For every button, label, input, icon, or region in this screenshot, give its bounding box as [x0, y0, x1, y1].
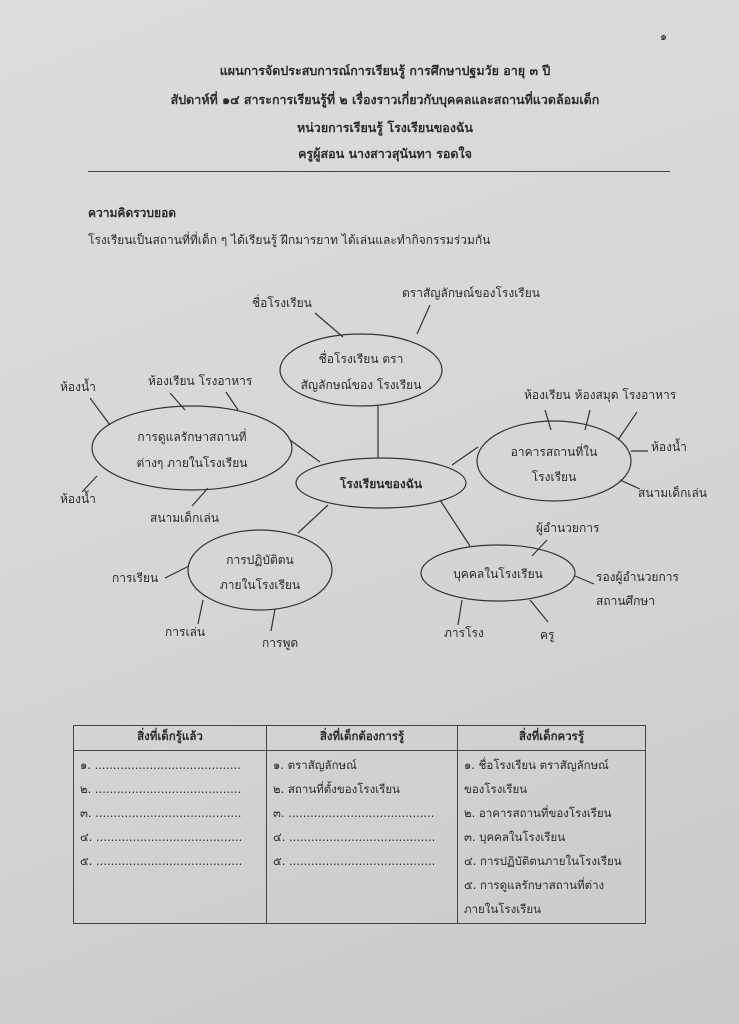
list-item: ๒. อาคารสถานที่ของโรงเรียน [464, 806, 612, 820]
concept-text: โรงเรียนเป็นสถานที่ที่เด็ก ๆ ได้เรียนรู้… [88, 233, 491, 247]
center-node-label: โรงเรียนของฉัน [339, 477, 423, 491]
right-node-label-1: อาคารสถานที่ใน [510, 445, 598, 459]
list-item: ๔. .....................................… [80, 830, 243, 844]
table-header: สิ่งที่เด็กรู้แล้ว [73, 725, 267, 751]
list-item: ๑. ชื่อโรงเรียน ตราสัญลักษณ์ [464, 758, 609, 772]
connector-lines [81, 304, 648, 632]
leaf-label: ห้องน้ำ [60, 380, 96, 394]
right-node [476, 420, 632, 502]
title-line-3: หน่วยการเรียนรู้ โรงเรียนของฉัน [297, 120, 473, 135]
leaf-label: สนามเด็กเล่น [150, 511, 219, 525]
top-node [279, 333, 443, 407]
leaf-label: ห้องน้ำ [651, 440, 687, 454]
leaf-label: ชื่อโรงเรียน [252, 296, 312, 310]
leaf-label: สนามเด็กเล่น [638, 486, 707, 500]
bottom-left-node [187, 529, 333, 611]
knowledge-table: สิ่งที่เด็กรู้แล้ว สิ่งที่เด็กต้องการรู้… [73, 725, 646, 924]
top-node-label-2: สัญลักษณ์ของ โรงเรียน [300, 378, 422, 392]
list-item: ๔. การปฏิบัติตนภายในโรงเรียน [464, 854, 622, 868]
bottom-left-node-label-2: ภายในโรงเรียน [219, 578, 301, 592]
title-line-2: สัปดาห์ที่ ๑๔ สาระการเรียนรู้ที่ ๒ เรื่อ… [170, 92, 600, 107]
bottom-left-node-label-1: การปฏิบัติตน [226, 553, 294, 567]
list-item: ๕. การดูแลรักษาสถานที่ต่าง [464, 878, 605, 892]
list-item: ๒. สถานที่ตั้งของโรงเรียน [273, 782, 400, 796]
known-column: ๑. .....................................… [73, 750, 267, 924]
right-node-label-2: โรงเรียน [531, 470, 577, 484]
leaf-label: การพูด [262, 636, 299, 650]
concept-heading: ความคิดรวบยอด [88, 206, 177, 220]
table-header: สิ่งที่เด็กควรรู้ [457, 725, 646, 751]
leaf-label: การเรียน [112, 571, 159, 585]
bottom-right-node-label: บุคคลในโรงเรียน [453, 567, 543, 581]
title-line-1: แผนการจัดประสบการณ์การเรียนรู้ การศึกษาป… [219, 63, 551, 78]
left-node [91, 405, 293, 491]
list-item: ๓. .....................................… [80, 806, 242, 820]
left-node-label-2: ต่างๆ ภายในโรงเรียน [136, 456, 248, 470]
list-item: ๔. .....................................… [273, 830, 436, 844]
list-item: ๕. .....................................… [80, 854, 243, 868]
list-item: ๒. .....................................… [80, 782, 242, 796]
leaf-label: ห้องเรียน ห้องสมุด โรงอาหาร [524, 388, 677, 402]
list-item: ๑. ตราสัญลักษณ์ [273, 758, 357, 772]
leaf-label: การเล่น [165, 625, 206, 639]
bottom-right-node [420, 544, 576, 602]
leaf-label: ภารโรง [444, 626, 484, 640]
list-item: ๕. .....................................… [273, 854, 436, 868]
leaf-label: ห้องเรียน โรงอาหาร [148, 374, 253, 388]
leaf-label: สถานศึกษา [596, 594, 656, 608]
top-node-label-1: ชื่อโรงเรียน ตรา [318, 352, 404, 366]
header-rule [88, 171, 670, 172]
list-item: ๑. .....................................… [80, 758, 241, 772]
leaf-label: ตราสัญลักษณ์ของโรงเรียน [402, 286, 540, 300]
left-node-label-1: การดูแลรักษาสถานที่ [137, 430, 247, 444]
list-item: ของโรงเรียน [464, 782, 528, 796]
title-line-4: ครูผู้สอน นางสาวสุนันทา รอดใจ [298, 146, 472, 161]
should-know-column: ๑. ชื่อโรงเรียน ตราสัญลักษณ์ ของโรงเรียน… [457, 750, 646, 924]
table-header: สิ่งที่เด็กต้องการรู้ [266, 725, 458, 751]
leaf-label: ผู้อำนวยการ [536, 521, 600, 535]
page-number: ๑ [660, 30, 667, 43]
want-to-know-column: ๑. ตราสัญลักษณ์ ๒. สถานที่ตั้งของโรงเรีย… [266, 750, 458, 924]
center-node [295, 457, 467, 509]
leaf-label: รองผู้อำนวยการ [596, 570, 679, 584]
list-item: ภายในโรงเรียน [464, 902, 541, 916]
leaf-label: ห้องน้ำ [60, 492, 96, 506]
leaf-label: ครู [540, 628, 555, 642]
list-item: ๓. บุคคลในโรงเรียน [464, 830, 566, 844]
list-item: ๓. .....................................… [273, 806, 435, 820]
